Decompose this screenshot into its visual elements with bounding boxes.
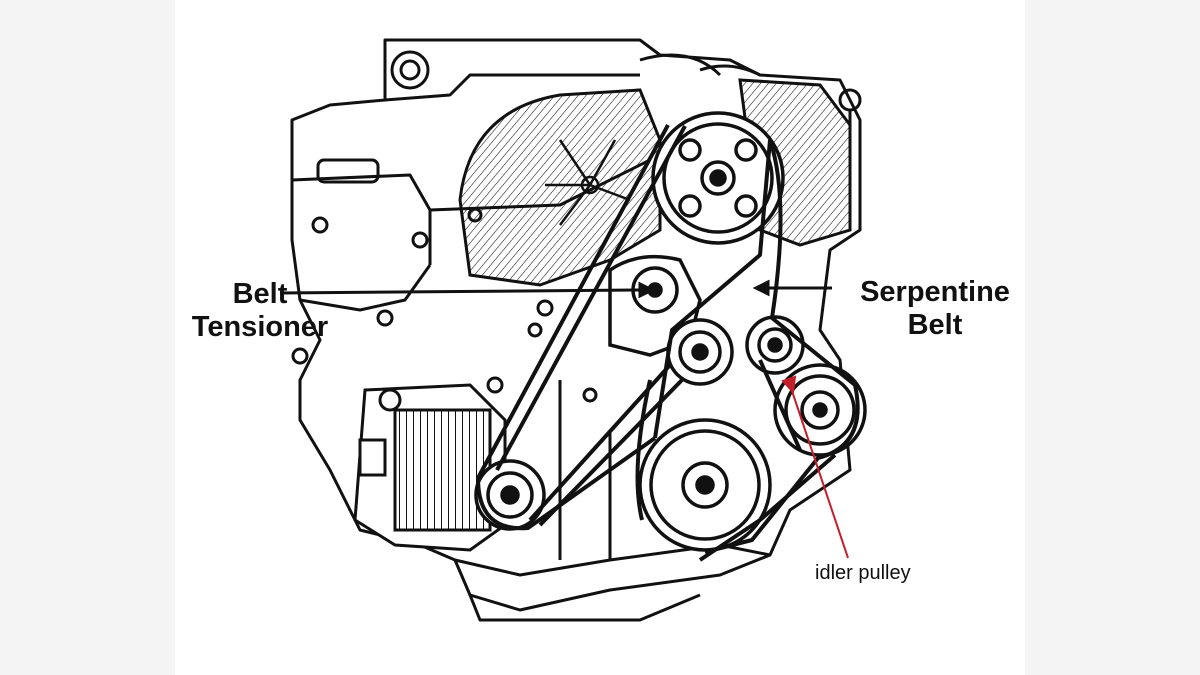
serpentine-belt-label: Serpentine Belt [850,276,1020,342]
alternator-pulley [474,459,546,531]
leader-lines [279,279,832,299]
belt-tensioner-label-line1: Belt [232,278,288,310]
belt-tensioner-label: Belt Tensioner [184,278,336,344]
belt-tensioner-label-line2: Tensioner [191,311,329,343]
crankshaft-pulley [638,418,772,552]
idler-pulley-label: idler pulley [815,562,911,584]
idler-pointer [781,375,849,559]
right-small-pulley [745,315,805,375]
timing-cover-ribs [545,139,631,226]
left-bracket [291,158,598,403]
top-pipes [390,50,862,140]
timing-cover [458,88,662,287]
tensioner-pulley [666,318,734,386]
idler-pulley [773,363,867,457]
serpentine-belt [476,124,860,562]
upper-pulley [651,111,785,245]
serpentine-belt-label-line1: Serpentine [860,276,1010,308]
serpentine-belt-label-line2: Belt [907,309,963,341]
alternator [353,383,507,552]
